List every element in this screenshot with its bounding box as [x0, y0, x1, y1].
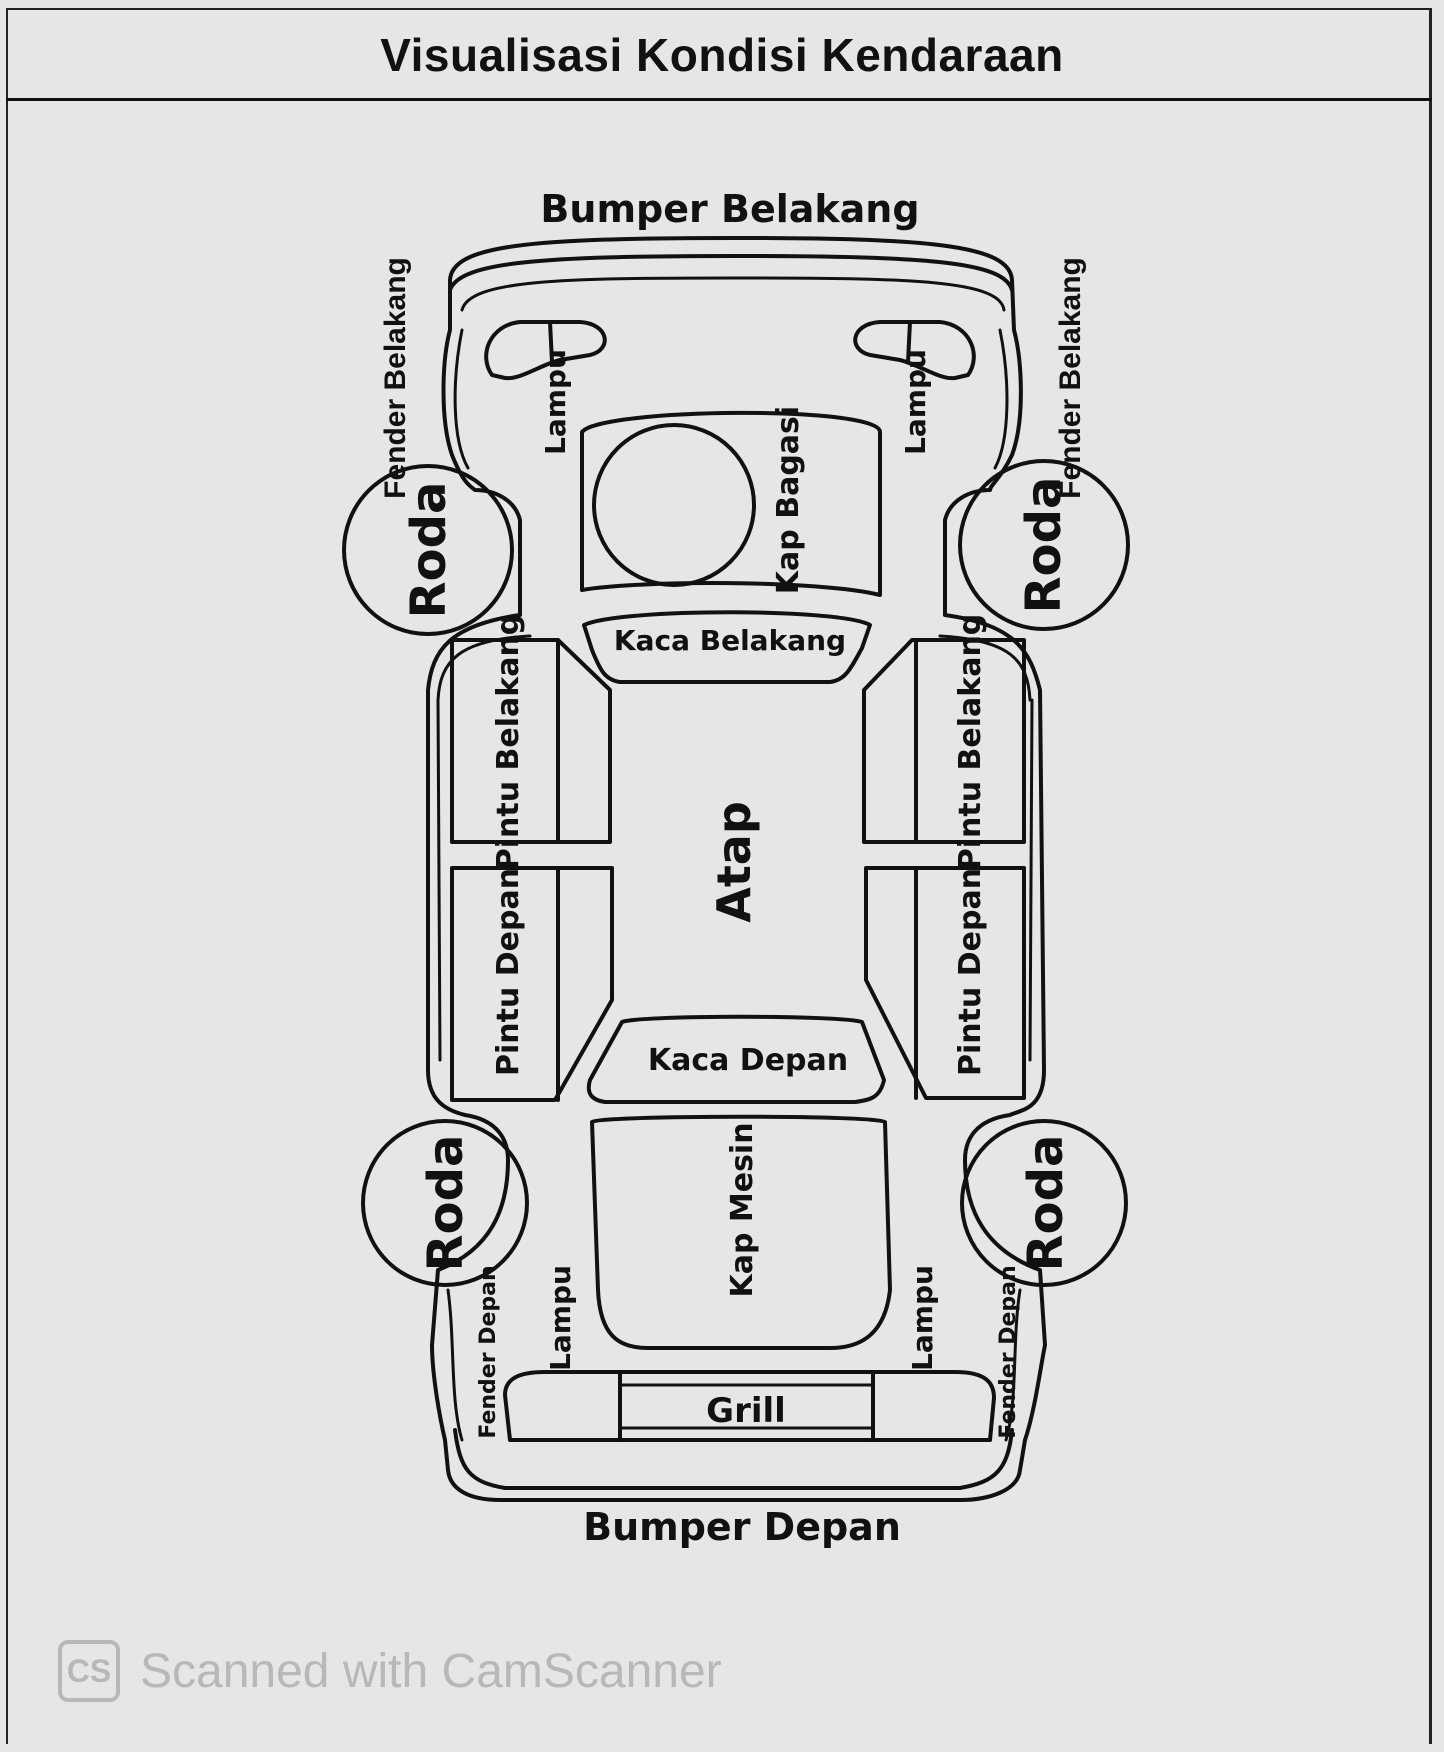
front-lamp-bar-shape — [503, 1370, 996, 1442]
rear-door-right-shape — [862, 638, 1026, 844]
spare-tire-circle — [592, 423, 756, 587]
title-divider — [6, 98, 1432, 101]
rear-lamp-right-divider — [906, 320, 912, 364]
front-door-left-shape — [450, 866, 614, 1102]
wheel-front-right-outer — [960, 1119, 1128, 1287]
car-body-outline — [426, 236, 1047, 1502]
car-inner-outline — [436, 276, 1034, 1442]
label-kaca-belakang: Kaca Belakang — [614, 624, 846, 657]
grill-inner-lines — [618, 1383, 875, 1430]
label-fender-depan-left: Fender Depan — [476, 1265, 501, 1438]
label-lampu-rear-left: Lampu — [539, 349, 572, 455]
front-bumper-shape — [453, 1428, 1014, 1490]
label-pintu-belakang-right: Pintu Belakang — [953, 614, 988, 871]
label-roda-front-right: Roda — [1018, 1135, 1074, 1272]
rear-lamp-left-shape — [484, 320, 607, 381]
label-fender-belakang-left: Fender Belakang — [379, 257, 412, 499]
label-pintu-belakang-left: Pintu Belakang — [491, 614, 526, 871]
front-door-right-shape — [864, 866, 1026, 1100]
form-frame — [6, 8, 1432, 1744]
page-title: Visualisasi Kondisi Kendaraan — [380, 29, 1064, 81]
label-bumper-belakang: Bumper Belakang — [540, 187, 919, 231]
label-kaca-depan: Kaca Depan — [648, 1043, 848, 1078]
camscanner-logo-icon: CS — [58, 1640, 120, 1702]
label-roda-front-left: Roda — [418, 1135, 474, 1272]
label-lampu-front-right: Lampu — [906, 1265, 939, 1371]
label-roda-rear-left: Roda — [401, 482, 457, 619]
watermark-text: Scanned with CamScanner — [140, 1644, 722, 1698]
wheel-front-left-outer — [361, 1119, 529, 1287]
label-lampu-front-left: Lampu — [544, 1265, 577, 1371]
label-atap: Atap — [707, 801, 761, 923]
rear-lamp-left-divider — [548, 320, 554, 364]
label-bumper-depan: Bumper Depan — [583, 1505, 901, 1549]
rear-lamp-right-shape — [853, 320, 976, 381]
label-grill: Grill — [706, 1391, 786, 1431]
hood-shape — [590, 1114, 892, 1350]
label-roda-rear-right: Roda — [1016, 477, 1072, 614]
label-kap-mesin: Kap Mesin — [725, 1122, 760, 1297]
rear-glass-shape — [582, 610, 872, 684]
label-fender-depan-right: Fender Depan — [996, 1265, 1021, 1438]
label-lampu-rear-right: Lampu — [899, 349, 932, 455]
wheel-rear-left-outer — [342, 464, 514, 636]
camscanner-watermark: CS Scanned with CamScanner — [58, 1638, 722, 1704]
label-pintu-depan-left: Pintu Depan — [491, 868, 526, 1076]
label-fender-belakang-right: Fender Belakang — [1054, 257, 1087, 499]
rear-door-left-shape — [450, 638, 612, 844]
rear-bumper-shape — [448, 254, 1014, 292]
label-pintu-depan-right: Pintu Depan — [953, 868, 988, 1076]
label-kap-bagasi: Kap Bagasi — [771, 406, 806, 594]
wheel-rear-right-outer — [958, 459, 1130, 631]
windshield-shape — [586, 1014, 886, 1104]
